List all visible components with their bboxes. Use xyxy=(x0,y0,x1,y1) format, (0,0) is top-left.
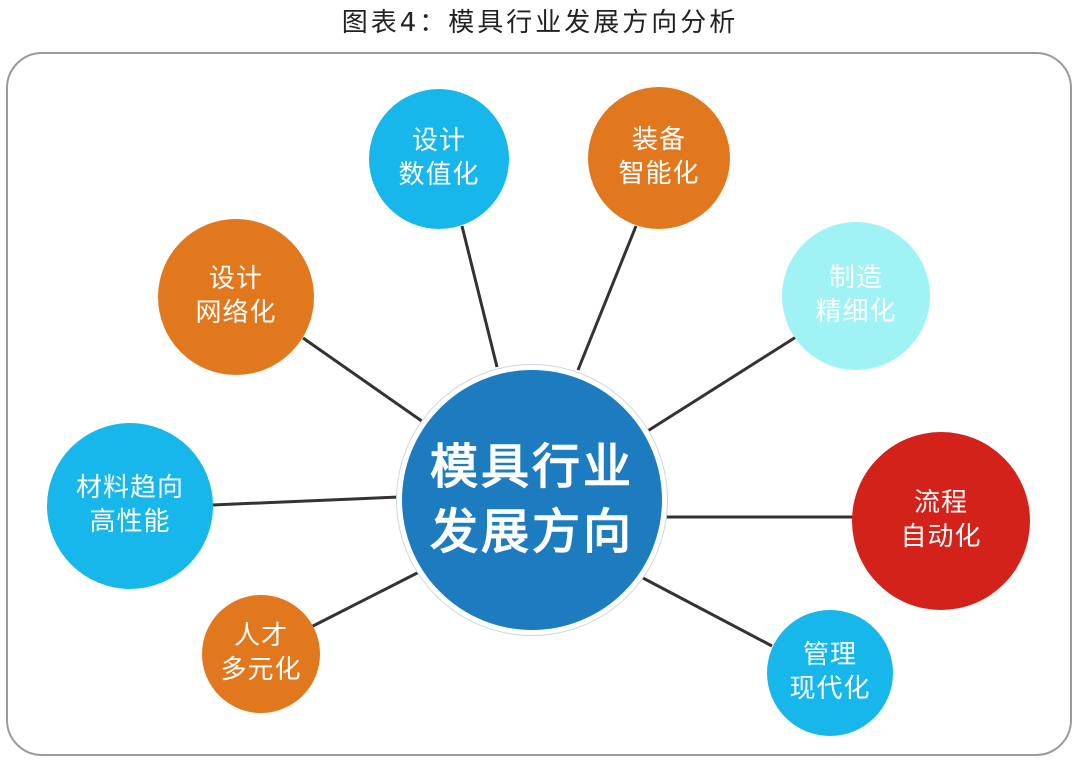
connector-design-digitization xyxy=(460,225,499,368)
node-label-line2: 智能化 xyxy=(618,159,700,189)
node-label-line1: 设计 xyxy=(208,264,263,295)
connector-talent-diversification xyxy=(310,567,426,629)
figure-title: 图表4：模具行业发展方向分析 xyxy=(341,8,739,38)
node-management-modernization: 管理 现代化 xyxy=(767,610,893,736)
connector-design-networking xyxy=(302,336,427,426)
node-process-automation: 流程 自动化 xyxy=(852,432,1030,610)
node-label-line1: 装备 xyxy=(631,125,686,156)
center-label-line2: 发展方向 xyxy=(429,504,634,560)
node-equipment-intelligence: 装备 智能化 xyxy=(588,87,730,229)
node-label-line1: 人才 xyxy=(233,621,288,652)
node-label-line1: 制造 xyxy=(828,263,883,294)
connector-manufacturing-refinement xyxy=(645,335,797,434)
connector-management-modernization xyxy=(640,575,773,648)
node-label-line2: 精细化 xyxy=(815,297,897,327)
center-label-line1: 模具行业 xyxy=(429,439,634,496)
node-material-performance: 材料趋向 高性能 xyxy=(47,423,213,589)
node-label-line2: 数值化 xyxy=(398,160,480,190)
node-label-line1: 管理 xyxy=(802,640,857,671)
node-label-line2: 网络化 xyxy=(195,298,277,328)
node-design-networking: 设计 网络化 xyxy=(158,219,314,375)
node-label-line2: 自动化 xyxy=(900,522,982,552)
node-label-line1: 流程 xyxy=(913,488,968,519)
connector-equipment-intelligence xyxy=(576,225,638,371)
connector-material-performance xyxy=(211,495,401,507)
node-talent-diversification: 人才 多元化 xyxy=(202,595,320,713)
node-label-line1: 设计 xyxy=(411,126,466,157)
node-design-digitization: 设计 数值化 xyxy=(369,89,509,229)
node-manufacturing-refinement: 制造 精细化 xyxy=(782,222,930,370)
node-label-line1: 材料趋向 xyxy=(75,473,184,504)
center-node: 模具行业 发展方向 xyxy=(397,365,667,635)
node-label-line2: 高性能 xyxy=(89,507,171,537)
node-label-line2: 多元化 xyxy=(220,655,302,685)
node-label-line2: 现代化 xyxy=(789,674,871,704)
